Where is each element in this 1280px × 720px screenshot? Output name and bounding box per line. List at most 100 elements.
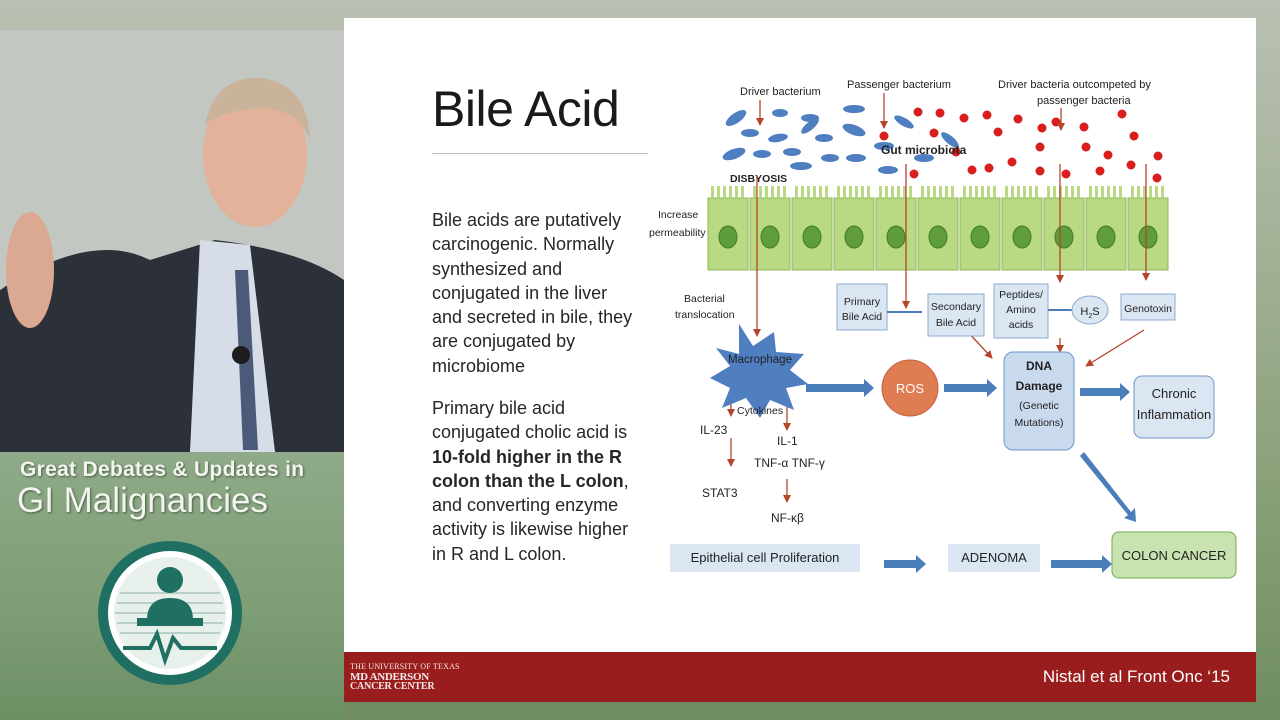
microvillus: [1011, 186, 1014, 198]
cell-nucleus: [886, 225, 906, 249]
chronic-inflammation-box: [1133, 375, 1215, 439]
genotoxin-box: [1120, 293, 1176, 321]
para2-text-pre: Primary bile acid conjugated cholic acid…: [432, 398, 628, 443]
microvillus: [753, 186, 756, 198]
microvillus: [1107, 186, 1110, 198]
label-il1: IL-1: [777, 434, 798, 448]
genotoxin-label: Genotoxin: [1124, 303, 1172, 315]
microvillus: [837, 186, 840, 198]
label-permeability: permeability: [649, 227, 706, 239]
microvillus: [879, 186, 882, 198]
microvillus: [981, 186, 984, 198]
microvillus: [921, 186, 924, 198]
microvillus: [795, 186, 798, 198]
branding-line2: GI Malignancies: [17, 481, 268, 520]
microvillus: [843, 186, 846, 198]
microvillus: [1017, 186, 1020, 198]
peptides-line2: Amino: [1006, 304, 1036, 316]
ros-node: [881, 359, 939, 417]
microvillus: [1143, 186, 1146, 198]
microvillus: [1149, 186, 1152, 198]
logo-line3: CANCER CENTER: [350, 681, 435, 692]
microvillus: [849, 186, 852, 198]
colon-cancer-box: [1111, 531, 1237, 579]
microvillus: [1137, 186, 1140, 198]
microvillus: [1035, 186, 1038, 198]
dna-line1: DNA: [1026, 359, 1052, 373]
microvillus: [951, 186, 954, 198]
epithelial-cell-layer: [707, 186, 1169, 271]
label-dysbiosis: DISBYOSIS: [730, 173, 787, 185]
epithelial-label: Epithelial cell Proliferation: [691, 550, 840, 565]
microvillus: [933, 186, 936, 198]
microvillus: [741, 186, 744, 198]
presentation-slide: Bile Acid Bile acids are putatively carc…: [344, 18, 1256, 702]
microvillus: [1077, 186, 1080, 198]
microvillus: [903, 186, 906, 198]
microvillus: [969, 186, 972, 198]
microvillus: [777, 186, 780, 198]
adenoma-label: ADENOMA: [961, 550, 1027, 565]
cell-nucleus: [802, 225, 822, 249]
para2-text-bold: 10-fold higher in the R colon than the L…: [432, 446, 624, 491]
microvillus: [927, 186, 930, 198]
passenger-bacteria-group: [879, 107, 1163, 183]
cell-nucleus: [1054, 225, 1074, 249]
cell-nucleus: [1012, 225, 1032, 249]
microvillus: [711, 186, 714, 198]
macrophage-label: Macrophage: [728, 354, 792, 366]
microvillus: [1023, 186, 1026, 198]
cell-nucleus: [928, 225, 948, 249]
primary-bile-acid-line1: Primary: [844, 296, 881, 308]
cell-nucleus: [1138, 225, 1158, 249]
microvillus: [807, 186, 810, 198]
label-nfkb: NF-κβ: [771, 511, 804, 525]
microvillus: [897, 186, 900, 198]
label-stat3: STAT3: [702, 486, 738, 500]
microvillus: [729, 186, 732, 198]
microvillus: [717, 186, 720, 198]
microvillus: [1095, 186, 1098, 198]
logo-line2: MD ANDERSON: [350, 671, 429, 683]
microvillus: [855, 186, 858, 198]
chronic-line2: Inflammation: [1137, 407, 1211, 422]
microvillus: [813, 186, 816, 198]
microvillus: [801, 186, 804, 198]
conference-logo-icon: [98, 541, 242, 685]
md-anderson-logo: THE UNIVERSITY OF TEXAS MD ANDERSON CANC…: [350, 662, 460, 692]
microvillus: [1071, 186, 1074, 198]
peptides-line3: acids: [1009, 319, 1034, 331]
branding-line1: Great Debates & Updates in: [20, 458, 305, 481]
label-bacterial: Bacterial: [684, 293, 725, 305]
cell-nucleus: [1096, 225, 1116, 249]
microvillus: [963, 186, 966, 198]
microvillus: [735, 186, 738, 198]
label-il23: IL-23: [700, 423, 728, 437]
slide-footer: THE UNIVERSITY OF TEXAS MD ANDERSON CANC…: [344, 652, 1256, 702]
microvillus: [1161, 186, 1164, 198]
label-outcompeted-1: Driver bacteria outcompeted by: [998, 79, 1151, 91]
microvillus: [987, 186, 990, 198]
cell-nucleus: [760, 225, 780, 249]
bile-acid-pathway-diagram: Driver bacterium Passenger bacterium Dri…: [649, 79, 1237, 579]
speaker-video: [0, 30, 344, 452]
microvillus: [825, 186, 828, 198]
primary-bile-acid-box: [836, 283, 888, 331]
dna-line4: Mutations): [1014, 417, 1063, 429]
microvillus: [975, 186, 978, 198]
microvillus: [861, 186, 864, 198]
label-cytokines: Cytokines: [737, 405, 783, 417]
citation: Nistal et al Front Onc ‘15: [1042, 667, 1230, 686]
dna-damage-box: [1003, 351, 1075, 451]
microvillus: [765, 186, 768, 198]
chronic-line1: Chronic: [1152, 386, 1197, 401]
secondary-bile-acid-line1: Secondary: [931, 301, 982, 313]
label-tnf: TNF-α TNF-γ: [754, 456, 825, 470]
microvillus: [759, 186, 762, 198]
microvillus: [891, 186, 894, 198]
red-arrows-group: [727, 93, 1150, 503]
microvillus: [1113, 186, 1116, 198]
microvillus: [1119, 186, 1122, 198]
microvillus: [783, 186, 786, 198]
label-outcompeted-2: passenger bacteria: [1037, 95, 1131, 107]
